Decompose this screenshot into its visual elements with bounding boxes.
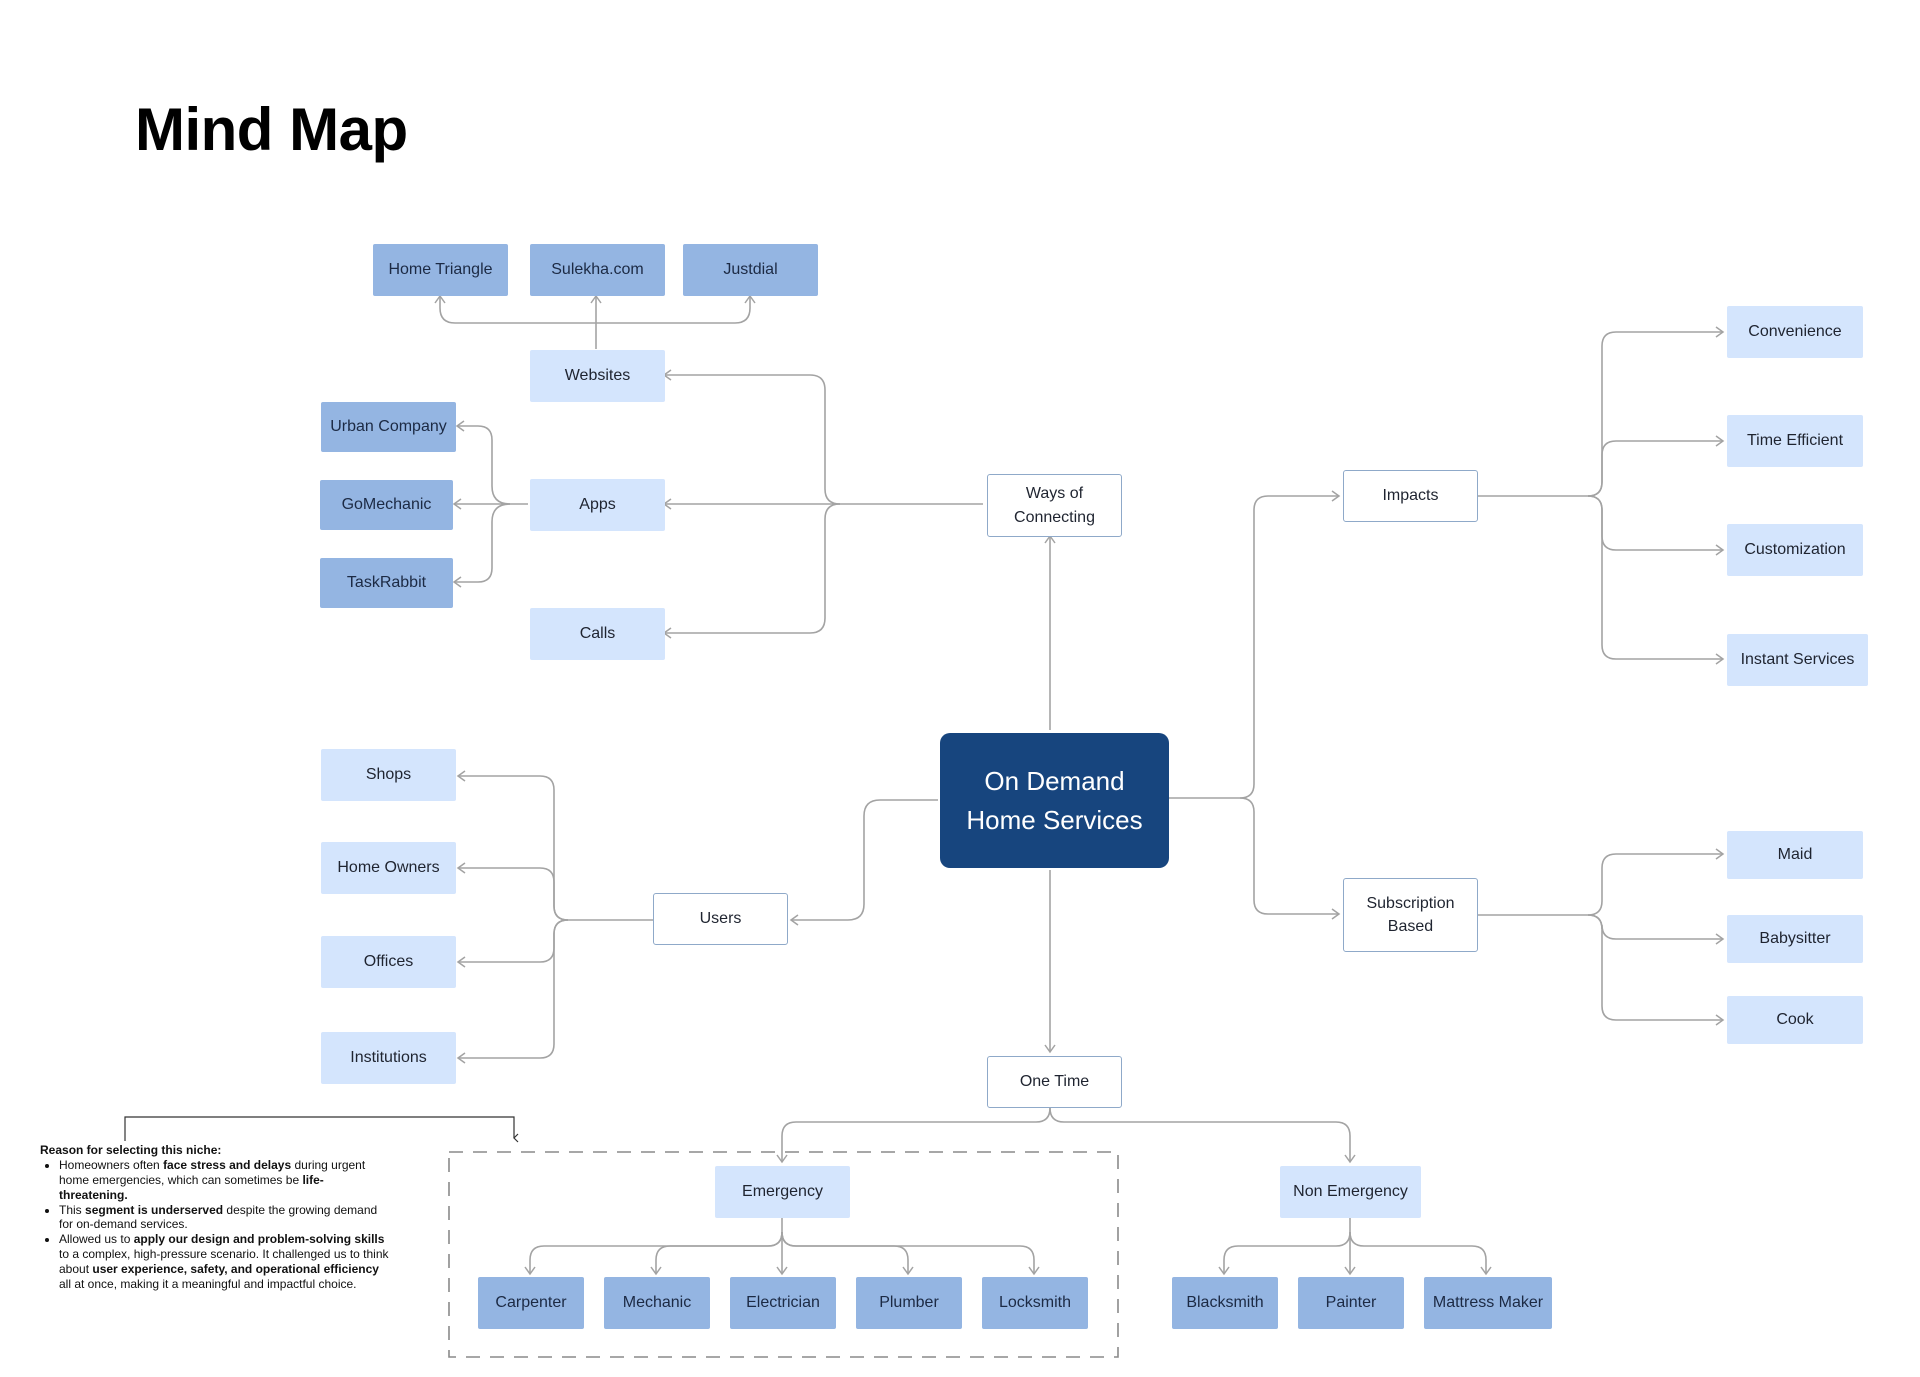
link-ways-websites bbox=[662, 369, 841, 505]
node-shops: Shops bbox=[321, 749, 456, 801]
node-gomechanic: GoMechanic bbox=[320, 480, 453, 530]
note-bold-text: face stress and delays bbox=[163, 1157, 292, 1172]
node-impacts: Impacts bbox=[1343, 470, 1478, 522]
link-nonemergency-blacksmith bbox=[1218, 1231, 1351, 1276]
note-bold-text: segment is underserved bbox=[85, 1202, 224, 1217]
node-ways-of-connecting: Ways of Connecting bbox=[987, 474, 1122, 537]
note-text: Allowed us to bbox=[59, 1232, 134, 1247]
link-impacts-convenience bbox=[1587, 326, 1725, 497]
link-impacts-instant bbox=[1587, 495, 1725, 665]
link-ways-calls bbox=[662, 503, 841, 639]
page-title: Mind Map bbox=[135, 96, 408, 163]
node-blacksmith: Blacksmith bbox=[1172, 1277, 1278, 1329]
node-time-efficient: Time Efficient bbox=[1727, 415, 1863, 467]
link-users-offices bbox=[456, 919, 569, 968]
note-bold-text: life-threatening. bbox=[59, 1172, 324, 1202]
note-text: Homeowners often bbox=[59, 1157, 164, 1172]
note-bullet: Homeowners often face stress and delays … bbox=[59, 1158, 392, 1203]
link-onetime-emergency bbox=[776, 1107, 1051, 1164]
node-non-emergency: Non Emergency bbox=[1280, 1166, 1421, 1218]
node-emergency: Emergency bbox=[715, 1166, 850, 1218]
link-center-subscription bbox=[1239, 797, 1341, 920]
node-mechanic: Mechanic bbox=[604, 1277, 710, 1329]
node-sulekha: Sulekha.com bbox=[530, 244, 665, 296]
note-text: to a complex, high-pressure scenario. It… bbox=[59, 1247, 389, 1276]
node-cook: Cook bbox=[1727, 996, 1863, 1044]
node-customization: Customization bbox=[1727, 524, 1863, 576]
note-bullet-list: Homeowners often face stress and delays … bbox=[40, 1158, 392, 1292]
link-websites-hometriangle bbox=[434, 294, 596, 324]
node-users: Users bbox=[653, 893, 788, 945]
note-text: despite the growing demand for on-demand… bbox=[59, 1202, 378, 1232]
note-bold-text: user experience, safety, and operational… bbox=[92, 1262, 379, 1276]
link-nonemergency-mattress bbox=[1349, 1231, 1492, 1276]
note-bold-text: apply our design and problem-solving ski… bbox=[133, 1232, 385, 1247]
note-text: This bbox=[59, 1202, 86, 1217]
node-convenience: Convenience bbox=[1727, 306, 1863, 358]
node-justdial: Justdial bbox=[683, 244, 818, 296]
link-onetime-nonemergency bbox=[1049, 1107, 1356, 1164]
node-calls: Calls bbox=[530, 608, 665, 660]
note-bullet: This segment is underserved despite the … bbox=[59, 1203, 392, 1233]
node-plumber: Plumber bbox=[856, 1277, 962, 1329]
node-home-triangle: Home Triangle bbox=[373, 244, 508, 296]
note-text: all at once, making it a meaningful and … bbox=[59, 1276, 357, 1291]
node-taskrabbit: TaskRabbit bbox=[320, 558, 453, 608]
node-on-demand-home-services: On Demand Home Services bbox=[940, 733, 1169, 868]
link-websites-justdial bbox=[596, 294, 756, 324]
link-users-institutions bbox=[456, 919, 569, 1064]
link-center-impacts bbox=[1167, 490, 1341, 799]
emergency-group-frame bbox=[448, 1151, 1119, 1358]
link-users-shops bbox=[456, 770, 569, 921]
node-offices: Offices bbox=[321, 936, 456, 988]
link-subscription-maid bbox=[1587, 848, 1725, 916]
link-center-users bbox=[789, 799, 938, 926]
node-maid: Maid bbox=[1727, 831, 1863, 879]
niche-reason-note: Reason for selecting this niche: Homeown… bbox=[40, 1143, 392, 1292]
note-bullet: Allowed us to apply our design and probl… bbox=[59, 1232, 392, 1292]
link-emergency-mechanic bbox=[650, 1231, 783, 1276]
link-emergency-plumber bbox=[781, 1231, 914, 1276]
node-carpenter: Carpenter bbox=[478, 1277, 584, 1329]
note-text: during urgent home emergencies, which ca… bbox=[59, 1157, 366, 1187]
link-impacts-customization bbox=[1587, 495, 1725, 556]
node-institutions: Institutions bbox=[321, 1032, 456, 1084]
node-apps: Apps bbox=[530, 479, 665, 531]
link-apps-urbancompany bbox=[455, 420, 511, 505]
node-subscription-based: Subscription Based bbox=[1343, 878, 1478, 952]
link-subscription-babysitter bbox=[1587, 914, 1725, 945]
node-websites: Websites bbox=[530, 350, 665, 402]
node-mattress-maker: Mattress Maker bbox=[1424, 1277, 1552, 1329]
link-emergency-locksmith bbox=[781, 1231, 1040, 1276]
link-users-homeowners bbox=[456, 862, 569, 921]
note-heading: Reason for selecting this niche: bbox=[40, 1143, 222, 1157]
link-subscription-cook bbox=[1587, 914, 1725, 1026]
link-impacts-timeefficient bbox=[1587, 435, 1725, 497]
node-babysitter: Babysitter bbox=[1727, 915, 1863, 963]
node-instant-services: Instant Services bbox=[1727, 634, 1868, 686]
node-painter: Painter bbox=[1298, 1277, 1404, 1329]
node-one-time: One Time bbox=[987, 1056, 1122, 1108]
node-locksmith: Locksmith bbox=[982, 1277, 1088, 1329]
link-apps-taskrabbit bbox=[452, 503, 511, 588]
node-home-owners: Home Owners bbox=[321, 842, 456, 894]
note-callout-line bbox=[124, 1116, 519, 1143]
node-electrician: Electrician bbox=[730, 1277, 836, 1329]
node-urban-company: Urban Company bbox=[321, 402, 456, 452]
